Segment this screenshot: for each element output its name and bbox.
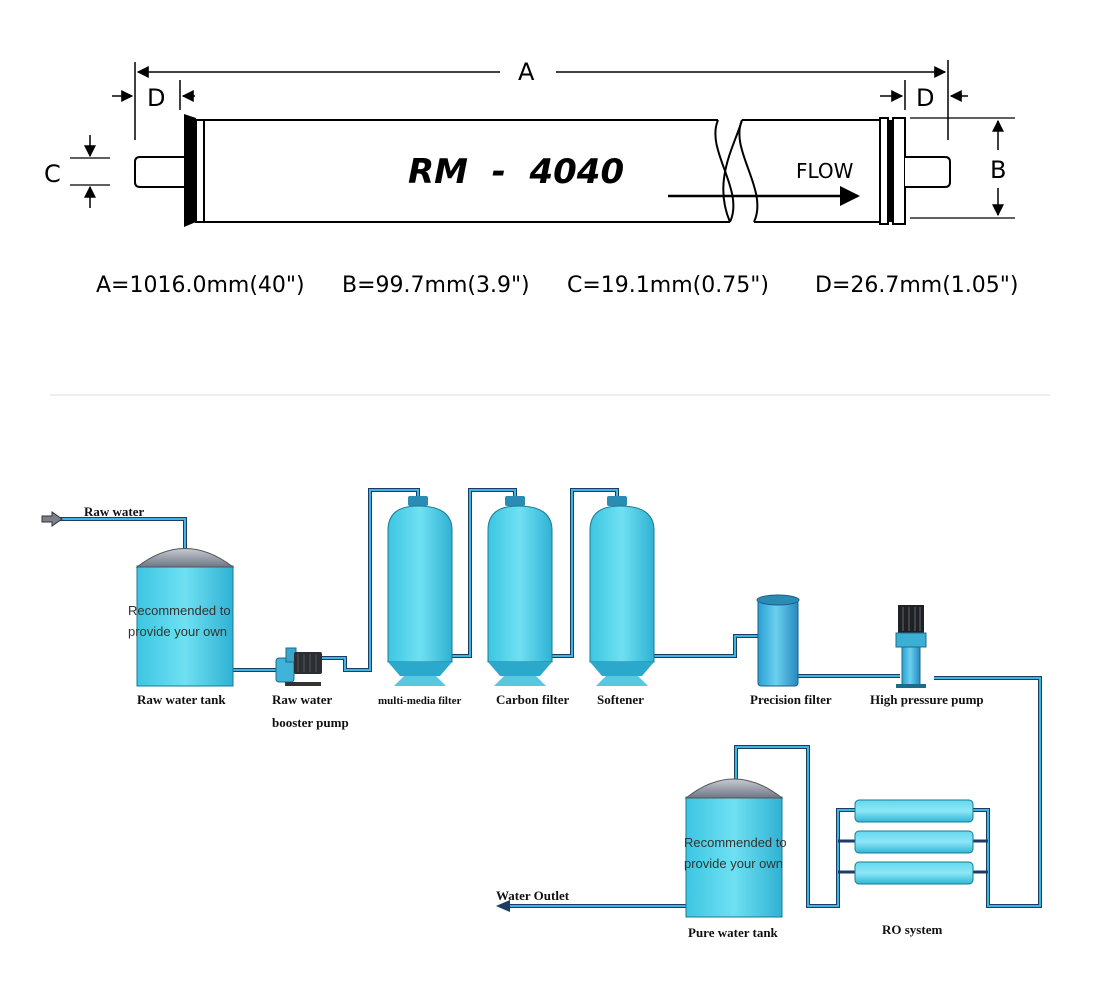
dim-b-label: B bbox=[990, 156, 1006, 184]
process-flow: Raw water Recommended to provide your ow… bbox=[41, 488, 1042, 940]
raw-water-label: Raw water bbox=[84, 504, 145, 519]
carbon-filter: Carbon filter bbox=[487, 496, 570, 707]
flow-label: FLOW bbox=[796, 159, 854, 183]
raw-water-tank-label: Raw water tank bbox=[137, 692, 226, 707]
softener-label: Softener bbox=[597, 692, 644, 707]
multi-media-filter: multi-media filter bbox=[378, 496, 462, 707]
ro-system-label: RO system bbox=[882, 922, 942, 937]
ro-system: RO system bbox=[854, 799, 974, 937]
raw-tank-note-2: provide your own bbox=[128, 624, 227, 639]
high-pressure-pump-label: High pressure pump bbox=[870, 692, 984, 707]
booster-pump-label-1: Raw water bbox=[272, 692, 333, 707]
water-outlet: Water Outlet bbox=[496, 888, 570, 912]
water-outlet-label: Water Outlet bbox=[496, 888, 570, 903]
spec-c: C=19.1mm(0.75") bbox=[567, 273, 769, 298]
dim-c-label: C bbox=[44, 160, 61, 188]
membrane-drawing: A D D C B bbox=[44, 58, 1019, 298]
high-pressure-pump: High pressure pump bbox=[870, 605, 984, 707]
precision-filter: Precision filter bbox=[750, 594, 832, 707]
pure-tank-note-1: Recommended to bbox=[684, 835, 787, 850]
pure-water-tank: Recommended to provide your own Pure wat… bbox=[684, 778, 787, 940]
booster-pump-label-2: booster pump bbox=[272, 715, 349, 730]
raw-water-tank: Recommended to provide your own Raw wate… bbox=[128, 548, 235, 707]
raw-water-inlet: Raw water bbox=[41, 504, 145, 527]
spec-d: D=26.7mm(1.05") bbox=[815, 273, 1019, 298]
model-name: RM - 4040 bbox=[408, 152, 624, 192]
spec-a: A=1016.0mm(40") bbox=[96, 273, 305, 298]
raw-tank-note-1: Recommended to bbox=[128, 603, 231, 618]
multi-media-filter-label: multi-media filter bbox=[378, 695, 462, 707]
dim-a-label: A bbox=[518, 58, 535, 86]
pure-tank-note-2: provide your own bbox=[684, 856, 783, 871]
booster-pump: Raw water booster pump bbox=[272, 647, 349, 730]
pipe-network bbox=[55, 488, 1042, 908]
precision-filter-label: Precision filter bbox=[750, 692, 832, 707]
spec-b: B=99.7mm(3.9") bbox=[342, 273, 530, 298]
softener: Softener bbox=[589, 496, 655, 707]
dim-d-left-label: D bbox=[147, 84, 165, 112]
carbon-filter-label: Carbon filter bbox=[496, 692, 570, 707]
pure-water-tank-label: Pure water tank bbox=[688, 925, 779, 940]
dim-d-right-label: D bbox=[916, 84, 934, 112]
